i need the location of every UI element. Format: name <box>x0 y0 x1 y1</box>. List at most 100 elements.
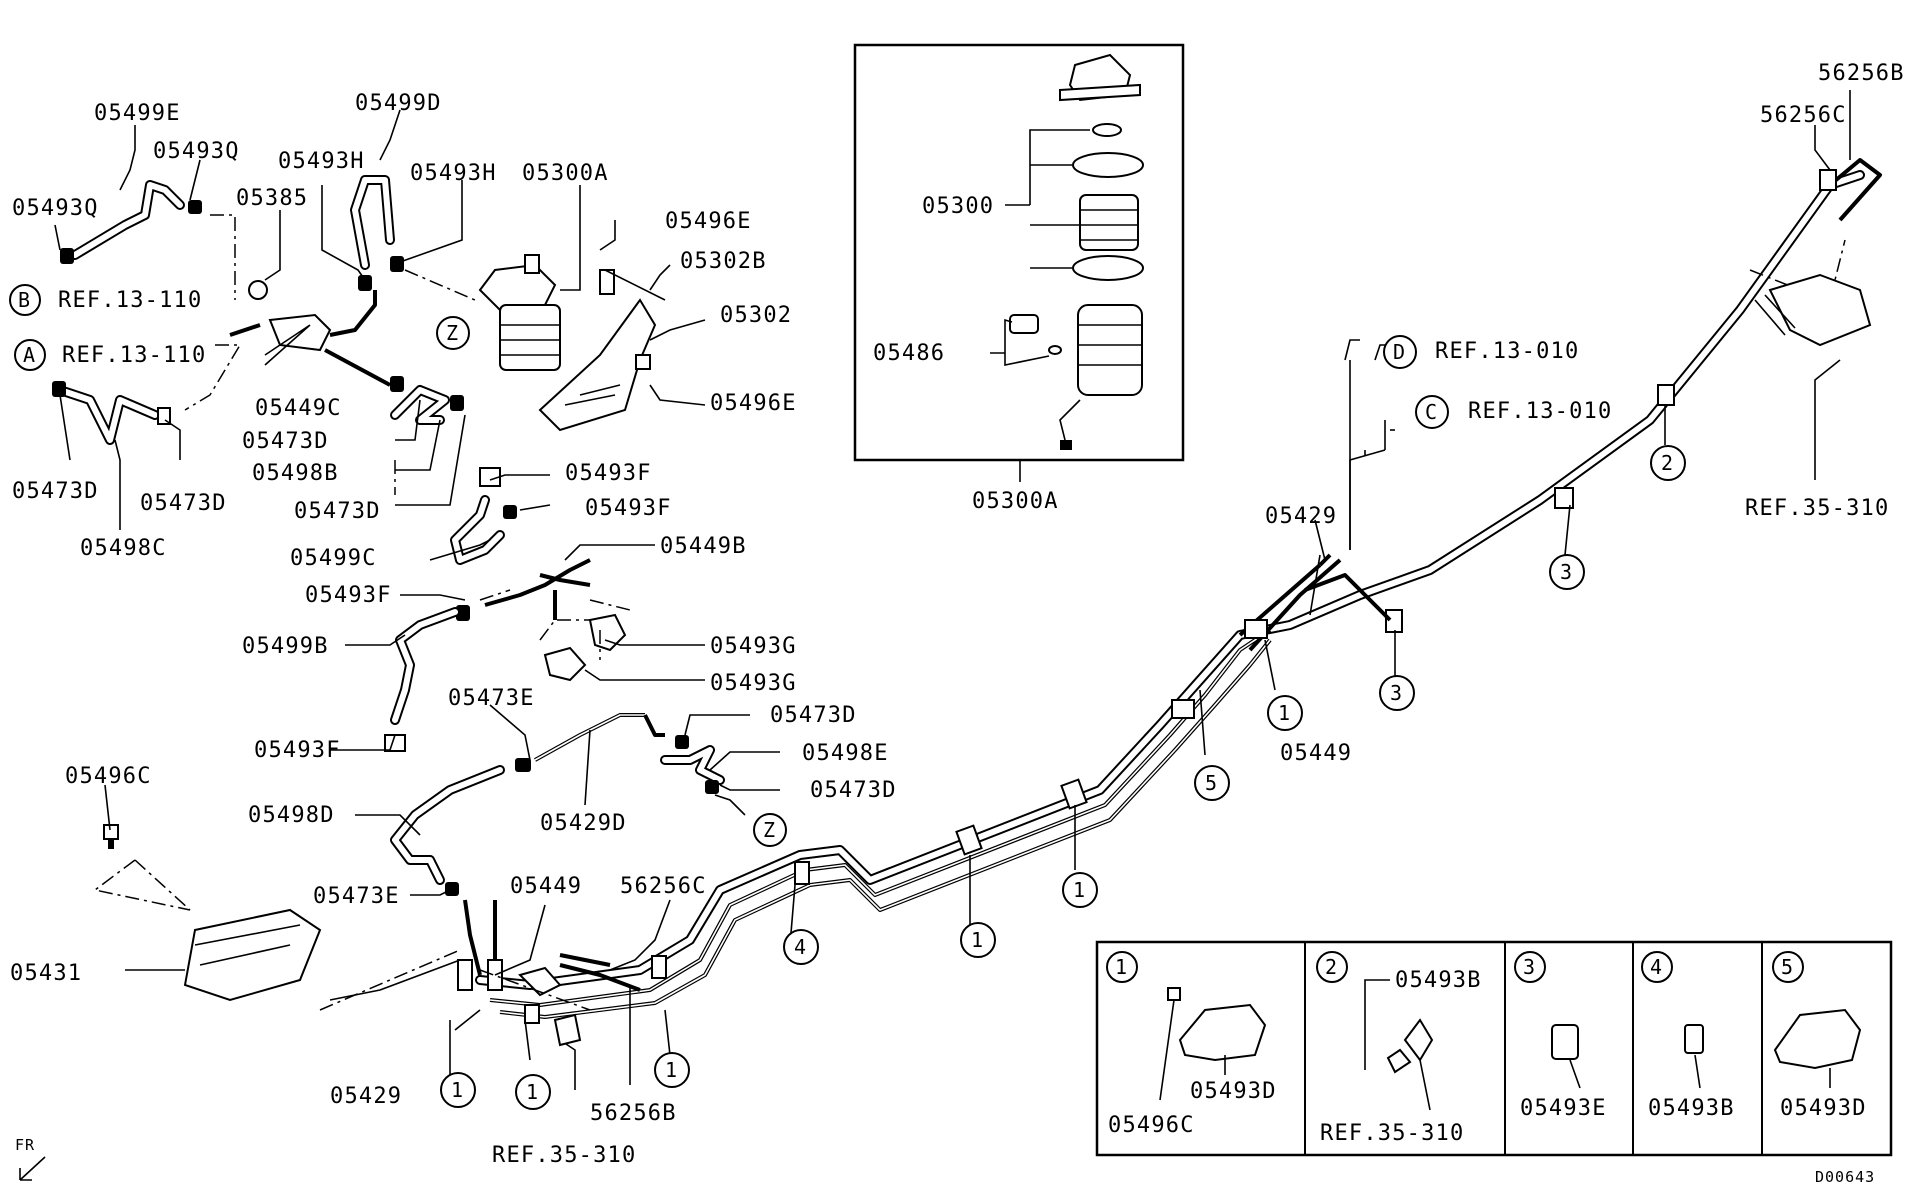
svg-text:1: 1 <box>665 1058 677 1082</box>
svg-text:Z: Z <box>763 818 775 842</box>
label-05300A-box: 05300A <box>972 489 1059 514</box>
filter-inset-box <box>853 43 1185 482</box>
callout-1-b: 1 <box>1062 872 1098 908</box>
svg-text:1: 1 <box>1278 701 1290 725</box>
callout-1-e: 1 <box>440 1072 476 1108</box>
svg-text:D: D <box>1393 340 1405 364</box>
svg-text:5: 5 <box>1781 955 1793 979</box>
legend-1-part-b: 05493D <box>1190 1079 1277 1104</box>
legend-cell-5: 5 05493D <box>1772 951 1867 1121</box>
legend-cell-3: 3 05493E <box>1514 951 1607 1121</box>
label-05493H-right: 05493H <box>410 161 497 186</box>
label-56256C-b: 56256C <box>1760 103 1847 128</box>
label-05473E-b: 05473E <box>313 884 400 909</box>
label-05496E-top: 05496E <box>665 209 752 234</box>
legend-cell-4: 4 05493B <box>1641 951 1735 1121</box>
label-05473D-f: 05473D <box>810 778 897 803</box>
legend-4-part-a: 05493B <box>1648 1096 1735 1121</box>
label-05449-a: 05449 <box>510 874 582 899</box>
ref-35-310-right: REF.35-310 <box>1745 496 1889 521</box>
label-05498C: 05498C <box>80 536 167 561</box>
svg-text:1: 1 <box>971 928 983 952</box>
label-05486: 05486 <box>873 341 945 366</box>
label-56256C-a: 56256C <box>620 874 707 899</box>
svg-text:3: 3 <box>1390 681 1402 705</box>
legend-1-part-a: 05496C <box>1108 1113 1195 1138</box>
label-05300: 05300 <box>922 194 994 219</box>
front-direction-indicator: FR <box>15 1136 46 1181</box>
label-05473E-a: 05473E <box>448 686 535 711</box>
label-05429-a: 05429 <box>330 1084 402 1109</box>
label-05496C: 05496C <box>65 764 152 789</box>
svg-text:1: 1 <box>1073 878 1085 902</box>
svg-text:5: 5 <box>1205 771 1217 795</box>
part-labels: 05499E 05493Q 05493Q 05385 05493H 05499D… <box>10 61 1905 1126</box>
label-05493F-b: 05493F <box>585 496 672 521</box>
label-05449-b: 05449 <box>1280 741 1352 766</box>
label-05429-b: 05429 <box>1265 504 1337 529</box>
label-05493G-b: 05493G <box>710 671 797 696</box>
callout-1-c: 1 <box>960 922 996 958</box>
diagram-code: D00643 <box>1815 1168 1875 1186</box>
callout-b: B <box>9 284 41 316</box>
reference-labels: REF.13-110 REF.13-110 REF.13-010 REF.13-… <box>58 288 1889 1168</box>
ref-b-label: REF.13-110 <box>58 288 202 313</box>
leader-lines <box>54 90 1872 1090</box>
label-05473D-d: 05473D <box>140 491 227 516</box>
label-05499E: 05499E <box>94 101 181 126</box>
fuel-filter-assembly <box>478 254 561 371</box>
front-label: FR <box>15 1136 35 1154</box>
callout-5: 5 <box>1194 765 1230 801</box>
ref-c-label: REF.13-010 <box>1468 399 1612 424</box>
callout-z-top: Z <box>436 316 470 350</box>
main-fuel-pipe-bundle <box>457 158 1882 1024</box>
svg-text:3: 3 <box>1560 560 1572 584</box>
label-05498B: 05498B <box>252 461 339 486</box>
legend-2-part-b: REF.35-310 <box>1320 1121 1464 1146</box>
clip-legend-table: 1 05496C 05493D 2 05493B REF.35-310 3 05… <box>1095 940 1893 1157</box>
label-05493H-left: 05493H <box>278 149 365 174</box>
callout-1-d: 1 <box>654 1052 690 1088</box>
label-05302B: 05302B <box>680 249 767 274</box>
legend-cell-2: 2 05493B REF.35-310 <box>1316 951 1480 1146</box>
label-05473D-e: 05473D <box>770 703 857 728</box>
callout-circles: B A Z Z D C 1 1 1 1 1 1 2 3 3 4 5 <box>9 284 1686 1110</box>
label-56256B-a: 56256B <box>590 1101 677 1126</box>
svg-text:C: C <box>1425 400 1437 424</box>
svg-text:1: 1 <box>451 1078 463 1102</box>
label-05499B: 05499B <box>242 634 329 659</box>
label-05493Q-left: 05493Q <box>12 196 99 221</box>
label-05499D: 05499D <box>355 91 442 116</box>
label-05302: 05302 <box>720 303 792 328</box>
legend-5-part-a: 05493D <box>1780 1096 1867 1121</box>
front-arrow-icon <box>19 1156 46 1181</box>
svg-text:4: 4 <box>794 935 806 959</box>
label-05473D-b: 05473D <box>294 499 381 524</box>
svg-text:2: 2 <box>1325 955 1337 979</box>
label-05498E: 05498E <box>802 741 889 766</box>
callout-3-b: 3 <box>1379 675 1415 711</box>
callout-1-f: 1 <box>515 1074 551 1110</box>
label-05493F-c: 05493F <box>305 583 392 608</box>
svg-text:2: 2 <box>1661 451 1673 475</box>
label-05473D-c: 05473D <box>12 479 99 504</box>
exploded-hoses <box>52 175 725 1002</box>
ref-35-310-bottom: REF.35-310 <box>492 1143 636 1168</box>
callout-2: 2 <box>1650 445 1686 481</box>
label-56256B-b: 56256B <box>1818 61 1905 86</box>
callout-z-bottom: Z <box>753 813 787 847</box>
callout-3-a: 3 <box>1549 554 1585 590</box>
label-05493Q-top: 05493Q <box>153 139 240 164</box>
label-05473D-a: 05473D <box>242 429 329 454</box>
svg-text:4: 4 <box>1650 955 1662 979</box>
label-05493G-a: 05493G <box>710 634 797 659</box>
legend-cell-1: 1 05496C 05493D <box>1106 951 1277 1138</box>
legend-3-part-a: 05493E <box>1520 1096 1607 1121</box>
svg-text:B: B <box>18 288 30 312</box>
callout-a: A <box>14 339 46 371</box>
label-05496E-mid: 05496E <box>710 391 797 416</box>
label-05385: 05385 <box>236 186 308 211</box>
label-05449C: 05449C <box>255 396 342 421</box>
label-05493F-a: 05493F <box>565 461 652 486</box>
callout-d: D <box>1383 335 1417 369</box>
